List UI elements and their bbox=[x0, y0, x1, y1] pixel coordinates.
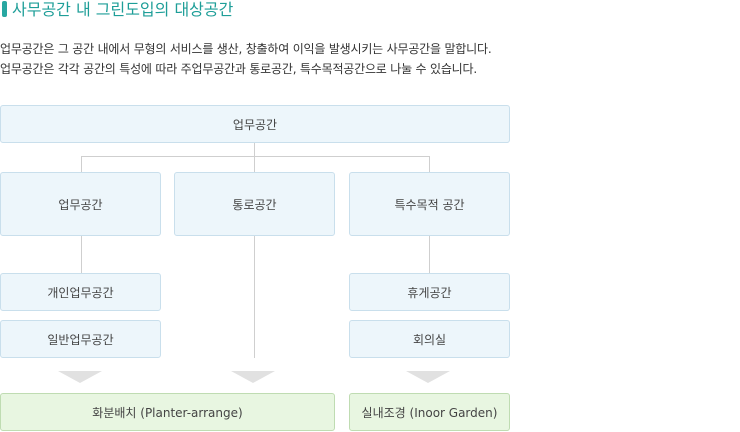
arrow-down-icon bbox=[58, 371, 102, 383]
arrow-down-icon bbox=[231, 371, 275, 383]
work-children-line bbox=[81, 236, 82, 273]
arrow-down-icon bbox=[406, 371, 450, 383]
title-bullet bbox=[2, 1, 7, 17]
page-title: 사무공간 내 그린도입의 대상공간 bbox=[12, 0, 234, 19]
branch-horizontal-line bbox=[81, 156, 429, 157]
root-work-space-box: 업무공간 bbox=[0, 105, 510, 143]
description-line-1: 업무공간은 그 공간 내에서 무형의 서비스를 생산, 창출하여 이익을 발생시… bbox=[0, 42, 492, 56]
branch-special-line bbox=[429, 156, 430, 172]
lounge-space-box: 휴게공간 bbox=[349, 273, 510, 311]
root-stem-line bbox=[254, 143, 255, 156]
planter-arrange-box: 화분배치 (Planter-arrange) bbox=[0, 393, 335, 431]
personal-work-space-box: 개인업무공간 bbox=[0, 273, 161, 311]
indoor-garden-box: 실내조경 (Inoor Garden) bbox=[349, 393, 510, 431]
branch-passage-space-box: 통로공간 bbox=[174, 172, 335, 236]
branch-passage-line bbox=[254, 156, 255, 172]
branch-work-line bbox=[81, 156, 82, 172]
branch-special-space-box: 특수목적 공간 bbox=[349, 172, 510, 236]
passage-down-line bbox=[254, 236, 255, 358]
branch-work-space-box: 업무공간 bbox=[0, 172, 161, 236]
description-text: 업무공간은 그 공간 내에서 무형의 서비스를 생산, 창출하여 이익을 발생시… bbox=[0, 39, 492, 79]
description-line-2: 업무공간은 각각 공간의 특성에 따라 주업무공간과 통로공간, 특수목적공간으… bbox=[0, 62, 477, 76]
general-work-space-box: 일반업무공간 bbox=[0, 320, 161, 358]
meeting-room-box: 회의실 bbox=[349, 320, 510, 358]
special-children-line bbox=[429, 236, 430, 273]
